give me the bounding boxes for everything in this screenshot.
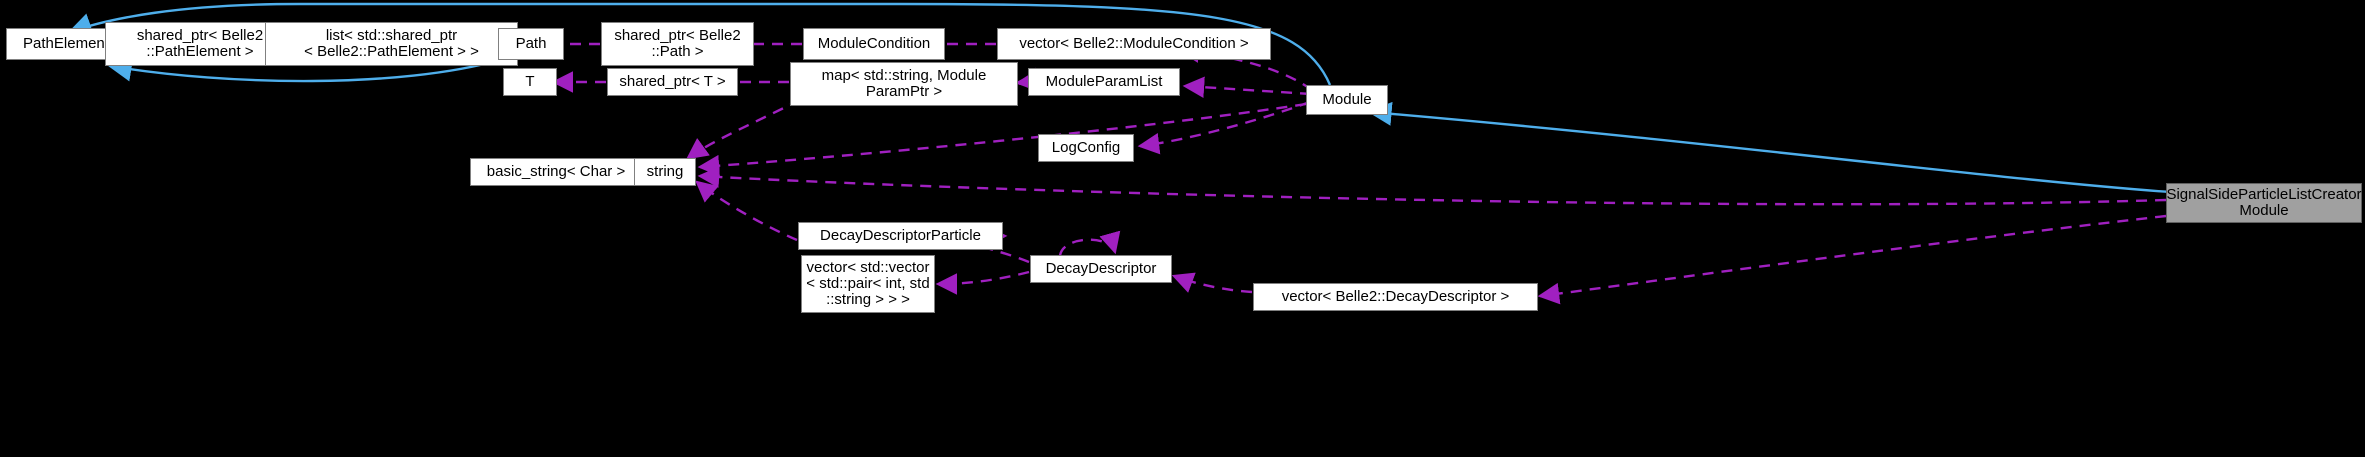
node-module[interactable]: Module [1306,85,1388,115]
node-ddparticle[interactable]: DecayDescriptorParticle [798,222,1003,250]
edge-dd-self-loop [1058,230,1121,257]
node-map_modparam[interactable]: map< std::string, Module ParamPtr > [790,62,1018,106]
node-vec_decaydescriptor[interactable]: vector< Belle2::DecayDescriptor > [1253,283,1538,311]
node-vec_modulecondition[interactable]: vector< Belle2::ModuleCondition > [997,28,1271,60]
node-basic_string[interactable]: basic_string< Char > [470,158,642,186]
node-t[interactable]: T [503,68,557,96]
node-sp_pathelement[interactable]: shared_ptr< Belle2 ::PathElement > [105,22,295,66]
edge-module-to-logconfig [1137,100,1311,155]
edge-ddparticle-to-string [695,180,798,242]
edge-signalside-to-module [1367,101,2171,194]
edge-signalside-to-string [697,166,2167,206]
node-moduleparamlist[interactable]: ModuleParamList [1028,68,1180,96]
node-string[interactable]: string [634,158,696,186]
node-decaydescriptor[interactable]: DecayDescriptor [1030,255,1172,283]
node-vec_vec_pair[interactable]: vector< std::vector < std::pair< int, st… [801,255,935,313]
node-list_sp_pathelement[interactable]: list< std::shared_ptr < Belle2::PathElem… [265,22,518,66]
node-modulecondition[interactable]: ModuleCondition [803,28,945,60]
edge-map-to-string [686,98,801,160]
edge-module-to-moduleparamlist [1182,76,1312,98]
edge-module-to-string [697,102,1307,177]
node-sp_t[interactable]: shared_ptr< T > [607,68,738,96]
edge-signalside-to-vec-dd [1537,214,2167,305]
node-path[interactable]: Path [498,28,564,60]
node-signalside[interactable]: SignalSideParticleListCreator Module [2166,183,2362,223]
edge-module-to-pathelement [67,2,1332,86]
edge-dd-to-vec-vec-pair [935,270,1030,295]
node-logconfig[interactable]: LogConfig [1038,134,1134,162]
node-sp_path[interactable]: shared_ptr< Belle2 ::Path > [601,22,754,66]
edge-path-to-pathelement [107,57,501,83]
edge-vec-dd-to-dd [1171,272,1253,294]
